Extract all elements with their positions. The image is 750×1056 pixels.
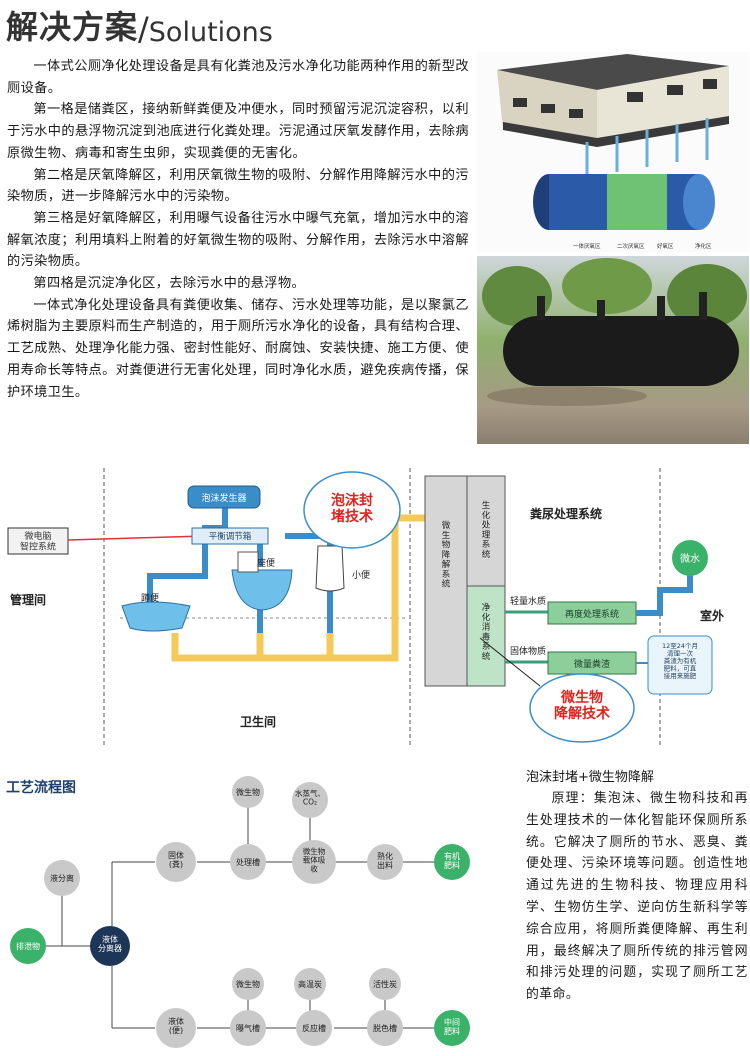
foam-generator: 泡沫发生器 <box>187 485 261 509</box>
svg-text:有机肥料: 有机肥料 <box>444 851 460 870</box>
svg-text:12至24个月清理一次粪渣为有机肥料，可直接用来施肥: 12至24个月清理一次粪渣为有机肥料，可直接用来施肥 <box>662 642 698 680</box>
svg-text:活性炭: 活性炭 <box>373 979 397 989</box>
svg-text:生化处理系统: 生化处理系统 <box>482 500 491 560</box>
node-microbe-bottom: 微生物 <box>232 968 264 1000</box>
svg-text:再度处理系统: 再度处理系统 <box>565 608 619 620</box>
node-microbe-top: 微生物 <box>232 776 264 808</box>
light-water-label: 轻量水质 <box>510 595 546 607</box>
node-organic-fertilizer: 有机肥料 <box>434 844 470 880</box>
tank-label: 二次厌氧区 <box>617 242 645 250</box>
principle-text: 泡沫封堵+微生物降解 原理：集泡沫、微生物科技和再生处理技术的一体化智能环保厕所… <box>526 768 748 1006</box>
restroom-label: 卫生间 <box>240 714 276 729</box>
process-flow-chart: 工艺流程图 排泄物 液分离 液体分离器 固体(粪) 处理槽 <box>0 768 515 1056</box>
node-decolor: 脱色槽 <box>367 1010 403 1046</box>
svg-text:固体(粪): 固体(粪) <box>168 850 184 869</box>
urinal: 小便 <box>315 545 370 592</box>
svg-text:排泄物: 排泄物 <box>16 941 40 951</box>
svg-text:微生物降解技术: 微生物降解技术 <box>554 689 610 722</box>
purify-system-column: 净化消毒系统 <box>466 585 506 687</box>
system-title: 粪尿处理系统 <box>530 506 602 521</box>
squat-toilet: 蹲便 <box>121 592 191 632</box>
node-excreta: 排泄物 <box>10 928 46 964</box>
svg-text:小便: 小便 <box>352 569 370 581</box>
system-diagram-svg: 微电脑智控系统 管理间 泡沫发生器 平衡调节箱 蹲便 <box>7 468 724 748</box>
node-gas-separation: 液分离 <box>44 860 80 896</box>
node-high-temp-carbon: 高温炭 <box>294 968 326 1000</box>
tank-label: 净化区 <box>695 242 712 250</box>
foam-technology-callout: 泡沫封堵技术 <box>303 471 401 549</box>
node-gas-output: 水蒸气、CO₂ <box>292 782 328 818</box>
svg-text:液体(便): 液体(便) <box>168 1016 184 1035</box>
control-box: 微电脑智控系统 <box>7 527 69 555</box>
node-microbe-absorb: 微生物载体吸收 <box>292 840 336 884</box>
node-reaction: 反应槽 <box>296 1010 332 1046</box>
system-diagram: 微电脑智控系统 管理间 泡沫发生器 平衡调节箱 蹲便 <box>0 458 750 758</box>
svg-text:液分离: 液分离 <box>50 873 74 883</box>
outdoor-label: 室外 <box>700 608 724 623</box>
intro-paragraph: 第二格是厌氧降解区，利用厌氧微生物的吸附、分解作用降解污水中的污染物质，进一步降… <box>7 167 469 205</box>
intro-paragraph: 一体式公厕净化处理设备是具有化粪池及污水净化功能两种作用的新型改厕设备。 <box>7 59 469 96</box>
svg-text:脱色槽: 脱色槽 <box>373 1023 397 1033</box>
principle-caption: 泡沫封堵+微生物降解 <box>526 770 654 785</box>
svg-text:曝气槽: 曝气槽 <box>236 1023 260 1033</box>
svg-text:微生物载体吸收: 微生物载体吸收 <box>303 846 326 873</box>
intro-text: 一体式公厕净化处理设备是具有化粪池及污水净化功能两种作用的新型改厕设备。 第一格… <box>7 56 469 403</box>
node-liquid: 液体(便) <box>156 1008 196 1048</box>
micro-residue-box: 微量粪渣 <box>547 651 637 675</box>
svg-text:微电脑智控系统: 微电脑智控系统 <box>20 530 56 552</box>
svg-text:反应槽: 反应槽 <box>302 1023 326 1033</box>
intro-paragraph: 第一格是储粪区，接纳新鲜粪便及冲便水，同时预留污泥沉淀容积，以利于污水中的悬浮物… <box>7 102 469 161</box>
node-solid: 固体(粪) <box>156 842 196 882</box>
svg-text:液体分离器: 液体分离器 <box>98 934 122 953</box>
svg-text:微量粪渣: 微量粪渣 <box>574 658 610 670</box>
reprocess-box: 再度处理系统 <box>547 601 637 625</box>
intro-paragraph: 第三格是好氧降解区，利用曝气设备往污水中曝气充氧，增加污水中的溶解氧浓度；利用填… <box>7 210 469 270</box>
node-treatment: 处理槽 <box>230 844 266 880</box>
management-room-label: 管理间 <box>10 592 46 607</box>
intro-paragraph: 一体式净化处理设备具有粪便收集、储存、污水处理等功能，是以聚氯乙烯树脂为主要原料… <box>7 297 469 400</box>
svg-text:中间肥料: 中间肥料 <box>444 1017 460 1036</box>
flow-title: 工艺流程图 <box>6 779 76 796</box>
svg-text:微生物: 微生物 <box>236 979 260 989</box>
tank-label: 好氧区 <box>657 242 674 250</box>
toilet-cutaway-render: 一体厌氧区 二次厌氧区 好氧区 净化区 <box>477 52 749 252</box>
seat-toilet: 座便 <box>231 551 293 611</box>
svg-text:泡沫封堵技术: 泡沫封堵技术 <box>331 492 373 525</box>
toilet-cutaway-illustration: 一体厌氧区 二次厌氧区 好氧区 净化区 <box>497 54 729 250</box>
principle-body: 原理：集泡沫、微生物科技和再生处理技术的一体化智能环保厕所系统。它解决了厕所的节… <box>526 791 748 1003</box>
svg-text:微生物: 微生物 <box>236 787 260 797</box>
microbe-technology-callout: 微生物降解技术 <box>479 637 635 743</box>
microbe-system-column: 微生物降解系统 <box>424 475 468 687</box>
svg-text:泡沫发生器: 泡沫发生器 <box>201 492 246 504</box>
node-aeration: 曝气槽 <box>230 1010 266 1046</box>
intro-paragraph: 第四格是沉淀净化区，去除污水中的悬浮物。 <box>33 276 306 292</box>
svg-text:微生物降解系统: 微生物降解系统 <box>442 520 451 590</box>
node-reuse: 中间肥料 <box>434 1010 470 1046</box>
svg-text:座便: 座便 <box>257 557 275 569</box>
svg-text:熟化出料: 熟化出料 <box>377 851 393 870</box>
svg-text:微水: 微水 <box>680 552 700 565</box>
heading-en: Solutions <box>148 17 273 48</box>
heading-slash: / <box>138 10 149 48</box>
svg-text:处理槽: 处理槽 <box>236 857 260 867</box>
solid-matter-label: 固体物质 <box>510 645 546 657</box>
svg-text:平衡调节箱: 平衡调节箱 <box>209 531 252 542</box>
node-mature-output: 熟化出料 <box>367 844 403 880</box>
tank-photo-illustration <box>482 258 747 406</box>
tank-label: 一体厌氧区 <box>573 242 601 250</box>
node-liquid-separator: 液体分离器 <box>90 926 130 966</box>
svg-text:蹲便: 蹲便 <box>141 592 159 604</box>
tank-photo <box>477 256 749 444</box>
svg-text:净化消毒系统: 净化消毒系统 <box>482 602 491 662</box>
micro-water-badge: 微水 <box>672 540 708 576</box>
cleanup-note: 12至24个月清理一次粪渣为有机肥料，可直接用来施肥 <box>636 635 713 695</box>
bio-system-column: 生化处理系统 <box>466 475 506 587</box>
page-heading: 解决方案/Solutions <box>6 4 273 48</box>
process-flow-svg: 工艺流程图 排泄物 液分离 液体分离器 固体(粪) 处理槽 <box>6 776 470 1048</box>
heading-zh: 解决方案 <box>6 8 139 46</box>
balance-box: 平衡调节箱 <box>191 527 269 545</box>
node-activated-carbon: 活性炭 <box>369 968 401 1000</box>
svg-text:水蒸气、CO₂: 水蒸气、CO₂ <box>295 788 325 807</box>
svg-text:高温炭: 高温炭 <box>298 979 322 989</box>
